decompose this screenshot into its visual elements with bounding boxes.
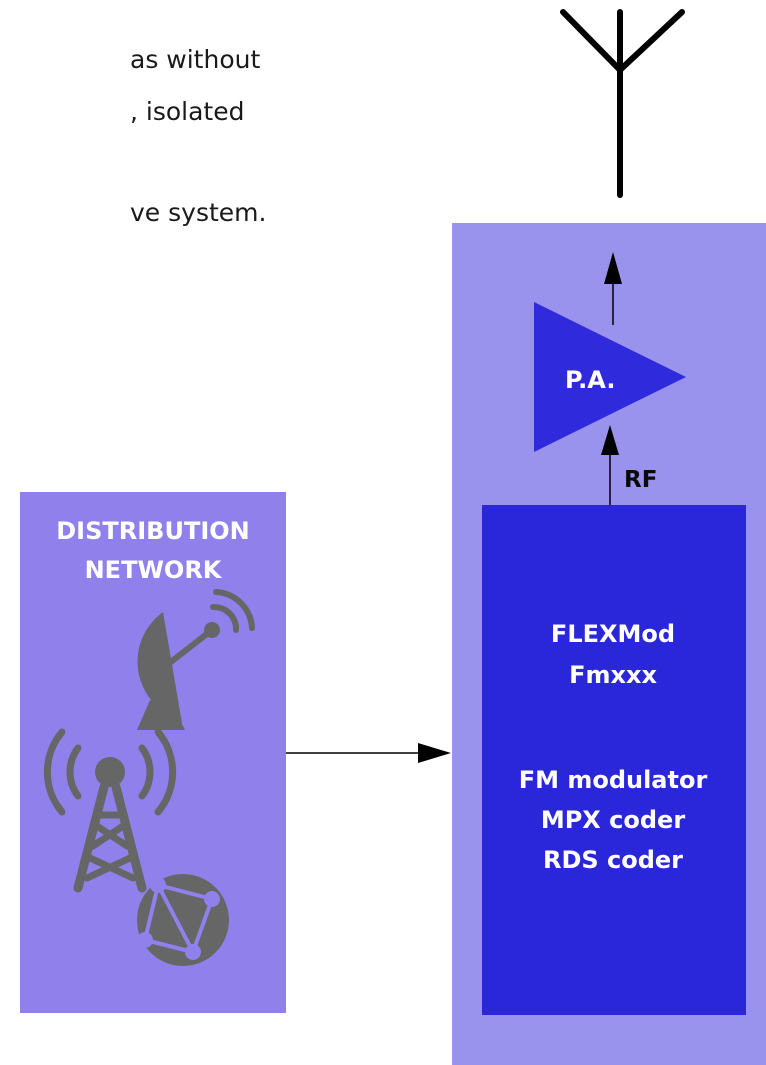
radio-tower-icon: [43, 728, 177, 893]
rf-arrow: [601, 425, 619, 505]
module-function-1: FM modulator: [519, 766, 708, 794]
connection-arrow: [286, 743, 451, 763]
module-function-3: RDS coder: [543, 846, 683, 874]
distribution-title-line-1: DISTRIBUTION: [56, 517, 250, 545]
amplifier-label: P.A.: [565, 366, 615, 394]
distribution-title-line-2: NETWORK: [85, 556, 223, 584]
paragraph-line-1: as without: [130, 45, 261, 74]
rf-label: RF: [624, 467, 657, 493]
module-function-2: MPX coder: [541, 806, 686, 834]
power-amplifier: [534, 302, 686, 452]
antenna-icon: [560, 9, 685, 198]
flexmod-module: [482, 505, 746, 1015]
paragraph-line-3: ve system.: [130, 198, 267, 227]
module-name-line-2: Fmxxx: [569, 661, 657, 689]
module-name-line-1: FLEXMod: [551, 620, 675, 648]
output-arrow: [604, 252, 622, 325]
paragraph-line-2: , isolated: [130, 97, 245, 126]
globe-network-icon: [137, 874, 229, 966]
satellite-dish-icon: [137, 589, 255, 730]
